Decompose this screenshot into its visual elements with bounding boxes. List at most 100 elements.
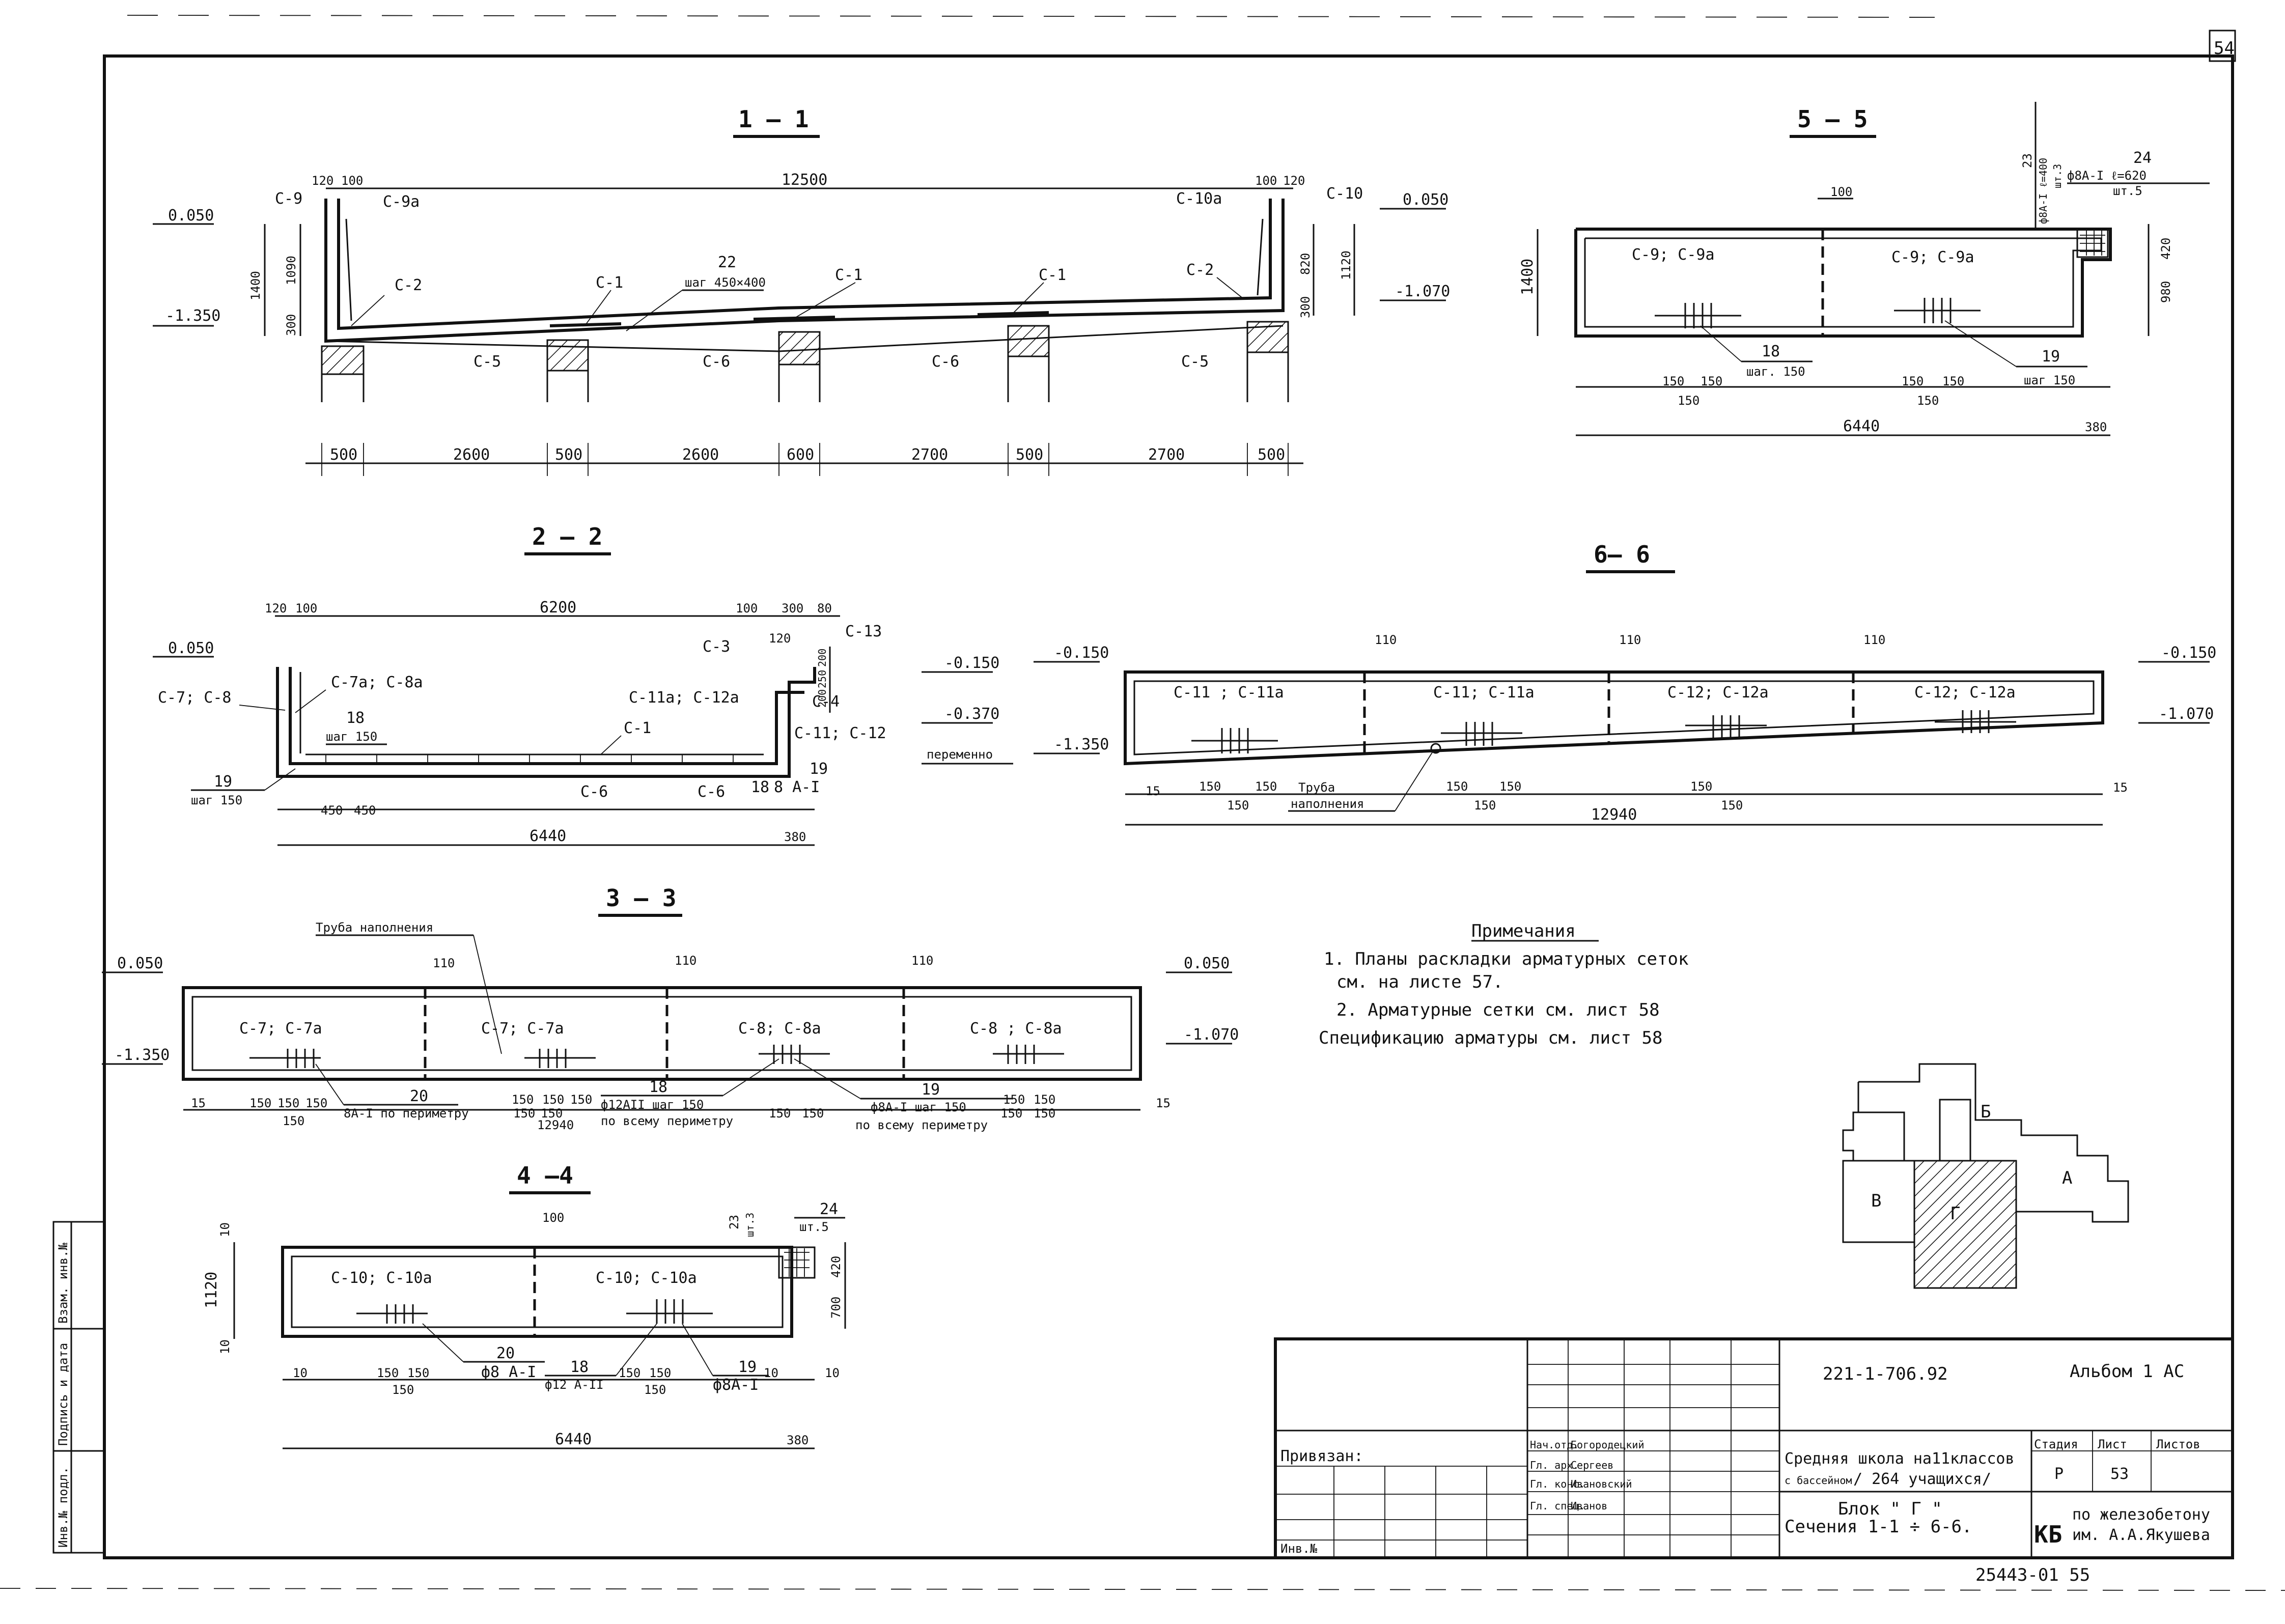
- note-line: см. на листе 57.: [1336, 972, 1503, 992]
- svg-text:С-4: С-4: [812, 693, 840, 711]
- svg-text:150: 150: [541, 1106, 563, 1121]
- svg-text:500: 500: [1016, 446, 1043, 464]
- note-line: 2. Арматурные сетки см. лист 58: [1336, 1000, 1660, 1020]
- bound-label: Привязан:: [1280, 1447, 1363, 1465]
- svg-text:120: 120: [769, 631, 791, 646]
- note-line: 1. Планы раскладки арматурных сеток: [1324, 949, 1688, 969]
- svg-text:-1.070: -1.070: [1184, 1026, 1239, 1044]
- svg-text:С-8; С-8а: С-8; С-8а: [738, 1020, 821, 1038]
- svg-text:420: 420: [829, 1256, 843, 1278]
- svg-text:150: 150: [1721, 798, 1743, 813]
- svg-text:С-1: С-1: [835, 266, 862, 284]
- svg-text:300: 300: [782, 601, 803, 615]
- svg-text:150: 150: [649, 1366, 671, 1380]
- svg-text:С-10: С-10: [1326, 185, 1363, 203]
- svg-text:10: 10: [764, 1366, 778, 1380]
- svg-text:20: 20: [410, 1087, 428, 1105]
- archive-number: 25443-01 55: [1975, 1565, 2090, 1585]
- svg-text:С-11а; С-12а: С-11а; С-12а: [629, 689, 739, 707]
- svg-text:шаг 150: шаг 150: [326, 730, 377, 744]
- svg-text:150: 150: [1034, 1106, 1055, 1121]
- svg-text:15: 15: [1146, 784, 1160, 798]
- svg-text:300: 300: [1298, 296, 1313, 318]
- svg-text:С-10а: С-10а: [1176, 190, 1222, 208]
- svg-text:20: 20: [496, 1345, 515, 1362]
- svg-text:150: 150: [1678, 394, 1699, 408]
- svg-text:по всему периметру: по всему периметру: [855, 1118, 988, 1132]
- svg-text:500: 500: [555, 446, 582, 464]
- svg-text:150: 150: [619, 1366, 640, 1380]
- svg-text:С-6: С-6: [703, 353, 730, 371]
- org-logo: КБ: [2034, 1521, 2062, 1548]
- section-title: 3 — 3: [606, 884, 676, 912]
- svg-text:6440: 6440: [530, 827, 566, 845]
- svg-text:700: 700: [829, 1297, 843, 1319]
- key-plan-label: Б: [1981, 1102, 1991, 1122]
- svg-text:8А-I по периметру: 8А-I по периметру: [344, 1106, 469, 1121]
- document-code: 221-1-706.92: [1823, 1364, 1948, 1384]
- svg-text:150: 150: [1003, 1093, 1025, 1107]
- block-sections: Сечения 1-1 ÷ 6-6.: [1785, 1517, 1972, 1537]
- svg-text:19: 19: [214, 773, 232, 791]
- svg-text:250: 250: [816, 670, 828, 688]
- section-title: 1 — 1: [738, 105, 809, 133]
- svg-text:150: 150: [305, 1096, 327, 1110]
- svg-text:-0.150: -0.150: [944, 654, 999, 672]
- block-title: Блок " Г ": [1838, 1499, 1942, 1519]
- svg-text:23: 23: [2020, 153, 2035, 168]
- svg-text:Гл. спец.: Гл. спец.: [1530, 1500, 1585, 1512]
- svg-text:С-10; С-10а: С-10; С-10а: [596, 1269, 697, 1287]
- side-stamp: Инв.№ подл. Подпись и дата Взам. инв.№: [52, 1221, 105, 1554]
- section-5-5: 5 — 5 С-9; С-9а С-9; С-9а 100 23 ф8А-I ℓ…: [1519, 102, 2210, 436]
- svg-text:120: 120: [265, 601, 287, 615]
- svg-text:19: 19: [810, 760, 828, 778]
- svg-text:1400: 1400: [248, 271, 263, 300]
- svg-text:С-11; С-11а: С-11; С-11а: [1433, 684, 1535, 702]
- svg-text:150: 150: [513, 1106, 535, 1121]
- svg-text:10: 10: [293, 1366, 308, 1380]
- sheet-number: 54: [2214, 38, 2235, 59]
- svg-text:15: 15: [2113, 780, 2128, 795]
- svg-text:-0.150: -0.150: [1054, 644, 1109, 662]
- svg-text:ф8А-I ℓ=400: ф8А-I ℓ=400: [2037, 158, 2049, 224]
- svg-text:6440: 6440: [555, 1431, 592, 1448]
- svg-text:Листов: Листов: [2156, 1437, 2200, 1451]
- section-6-6: 6— 6 110 110 110 -0.150 -1.350 -0.150 -1…: [1034, 541, 2216, 826]
- svg-text:150: 150: [377, 1366, 399, 1380]
- svg-text:С-9; С-9а: С-9; С-9а: [1891, 248, 1974, 266]
- svg-text:0.050: 0.050: [168, 207, 214, 225]
- svg-text:10: 10: [825, 1366, 840, 1380]
- svg-text:15: 15: [1156, 1096, 1171, 1110]
- svg-text:150: 150: [1917, 394, 1939, 408]
- sheet-frame: 54: [0, 15, 2285, 1591]
- svg-text:19: 19: [2042, 348, 2060, 366]
- svg-text:150: 150: [283, 1114, 304, 1128]
- svg-text:150: 150: [277, 1096, 299, 1110]
- svg-text:100: 100: [295, 601, 317, 615]
- svg-text:150: 150: [1474, 798, 1496, 813]
- svg-text:150: 150: [1942, 374, 1964, 388]
- svg-text:500: 500: [330, 446, 357, 464]
- svg-text:23: 23: [727, 1215, 741, 1229]
- svg-text:150: 150: [1701, 374, 1722, 388]
- svg-text:120: 120: [1283, 174, 1305, 188]
- svg-text:80: 80: [817, 601, 832, 615]
- svg-text:С-6: С-6: [932, 353, 959, 371]
- svg-text:ф8А-I шаг 150: ф8А-I шаг 150: [871, 1100, 966, 1114]
- svg-text:150: 150: [542, 1093, 564, 1107]
- section-1-1: 1 — 1 120 100 12500 100 120: [153, 105, 1450, 476]
- svg-text:18: 18: [346, 709, 365, 727]
- dim-12940: 12940: [1591, 806, 1637, 824]
- svg-text:450: 450: [354, 803, 376, 818]
- svg-text:по железобетону: по железобетону: [2072, 1506, 2210, 1524]
- svg-text:150: 150: [1034, 1093, 1055, 1107]
- svg-text:500: 500: [1258, 446, 1285, 464]
- svg-text:18: 18: [751, 778, 769, 796]
- svg-text:С-1: С-1: [1039, 266, 1066, 284]
- svg-text:-1.350: -1.350: [1054, 736, 1109, 753]
- section-title: 2 — 2: [532, 523, 602, 550]
- svg-text:150: 150: [249, 1096, 271, 1110]
- svg-text:ф8 А-I: ф8 А-I: [481, 1363, 536, 1381]
- dim-12940: 12940: [537, 1118, 574, 1132]
- svg-text:150: 150: [1499, 779, 1521, 794]
